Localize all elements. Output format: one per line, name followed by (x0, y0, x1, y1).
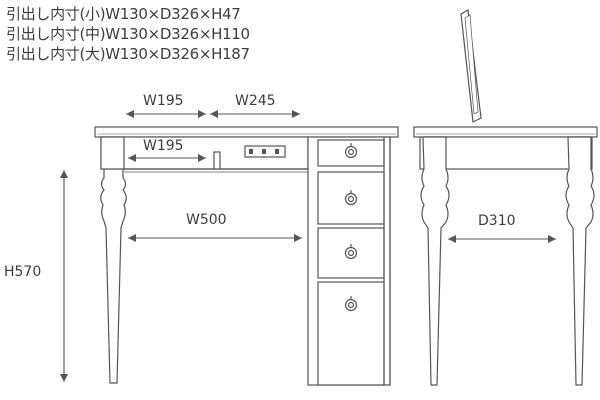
front-view (94, 126, 399, 386)
drawer-spec-large: 引出し内寸(大)W130×D326×H187 (6, 45, 250, 63)
front-tabletop (94, 126, 399, 138)
side-left-leg (420, 136, 450, 386)
side-tabletop (413, 126, 598, 138)
drawer-knobs (344, 143, 358, 312)
label-height: H570 (4, 264, 41, 280)
cord-post (213, 151, 221, 170)
dimension-labels: W195 W245 W195 W500 D310 H570 (4, 93, 516, 280)
label-knee-space-width: W500 (186, 212, 227, 228)
side-view (413, 9, 598, 386)
dimension-lines (60, 110, 556, 382)
drawer-spec-medium: 引出し内寸(中)W130×D326×H110 (6, 25, 250, 43)
knob-icon (344, 244, 358, 260)
knob-icon (344, 190, 358, 206)
side-right-leg (565, 136, 595, 386)
label-side-depth: D310 (478, 213, 516, 229)
label-top-left-width: W195 (143, 93, 184, 109)
label-top-right-width: W245 (235, 93, 276, 109)
knob-icon (344, 296, 358, 312)
label-inner-shelf-width: W195 (143, 138, 184, 154)
front-left-leg (100, 136, 127, 384)
knob-icon (344, 143, 358, 159)
drawer-spec-small: 引出し内寸(小)W130×D326×H47 (6, 5, 241, 23)
drawer-cabinet (307, 136, 391, 386)
drawer-spec-list: 引出し内寸(小)W130×D326×H47 引出し内寸(中)W130×D326×… (6, 4, 250, 64)
folding-mirror (460, 9, 482, 123)
